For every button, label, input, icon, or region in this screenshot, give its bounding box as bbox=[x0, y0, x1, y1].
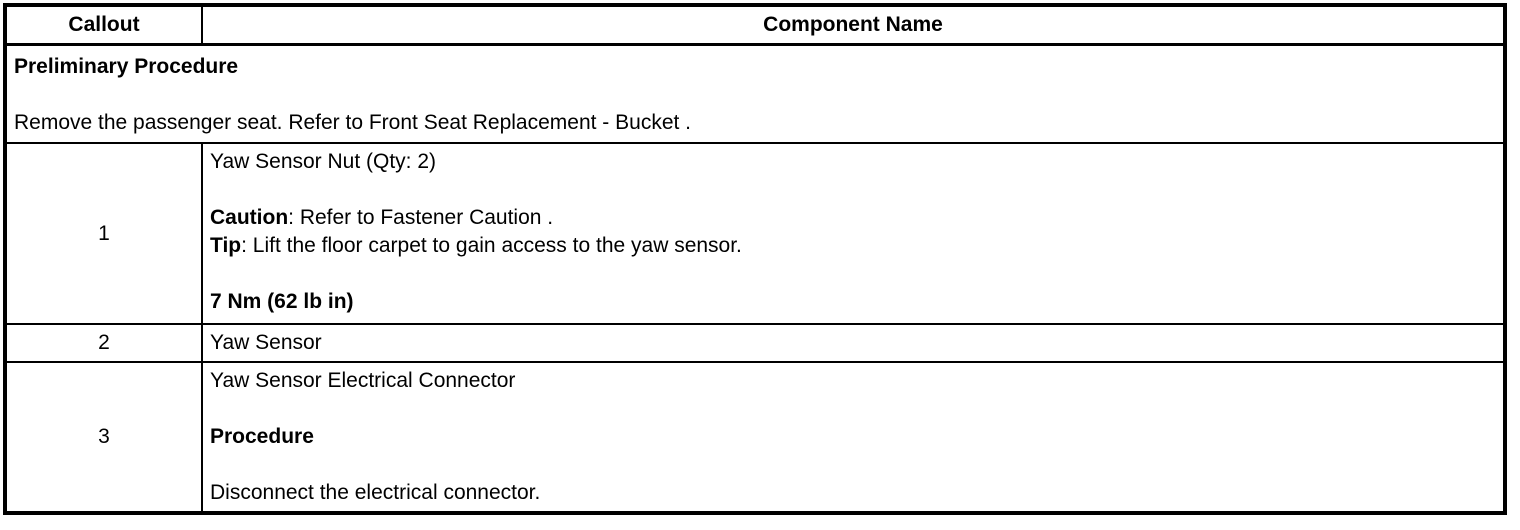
preliminary-procedure-row: Preliminary Procedure Remove the passeng… bbox=[4, 43, 1506, 144]
header-component-name: Component Name bbox=[201, 4, 1506, 46]
component-name-text: Yaw Sensor bbox=[210, 331, 322, 354]
table-row: 3 Yaw Sensor Electrical Connector Proced… bbox=[4, 361, 1506, 514]
component-callout-table: Callout Component Name Preliminary Proce… bbox=[3, 3, 1507, 515]
blank-line bbox=[14, 81, 1495, 109]
blank-line bbox=[210, 451, 1495, 479]
table-row: 2 Yaw Sensor bbox=[4, 323, 1506, 363]
preliminary-procedure-title: Preliminary Procedure bbox=[14, 55, 239, 78]
tip-label: Tip bbox=[210, 234, 242, 257]
caution-label: Caution bbox=[210, 206, 289, 229]
torque-spec: 7 Nm (62 lb in) bbox=[210, 290, 354, 313]
callout-number: 2 bbox=[4, 323, 203, 363]
header-row: Callout Component Name bbox=[4, 4, 1506, 46]
tip-line: Tip: Lift the floor carpet to gain acces… bbox=[210, 232, 1495, 260]
caution-text: : Refer to Fastener Caution . bbox=[288, 206, 554, 229]
header-callout: Callout bbox=[4, 4, 203, 46]
tip-text: : Lift the floor carpet to gain access t… bbox=[241, 234, 742, 257]
caution-line: Caution: Refer to Fastener Caution . bbox=[210, 204, 1495, 232]
component-name-text: Yaw Sensor Electrical Connector bbox=[210, 369, 516, 392]
procedure-text: Disconnect the electrical connector. bbox=[210, 481, 541, 504]
component-cell: Yaw Sensor Nut (Qty: 2) Caution: Refer t… bbox=[201, 142, 1506, 325]
callout-number: 1 bbox=[4, 142, 203, 325]
procedure-label: Procedure bbox=[210, 425, 314, 448]
blank-line bbox=[210, 260, 1495, 288]
callout-number: 3 bbox=[4, 361, 203, 514]
component-cell: Yaw Sensor Electrical Connector Procedur… bbox=[201, 361, 1506, 514]
component-cell: Yaw Sensor bbox=[201, 323, 1506, 363]
preliminary-procedure-cell: Preliminary Procedure Remove the passeng… bbox=[4, 43, 1506, 144]
table-row: 1 Yaw Sensor Nut (Qty: 2) Caution: Refer… bbox=[4, 142, 1506, 325]
component-name-text: Yaw Sensor Nut (Qty: 2) bbox=[210, 150, 437, 173]
preliminary-procedure-text: Remove the passenger seat. Refer to Fron… bbox=[14, 111, 692, 134]
blank-line bbox=[210, 176, 1495, 204]
blank-line bbox=[210, 395, 1495, 423]
